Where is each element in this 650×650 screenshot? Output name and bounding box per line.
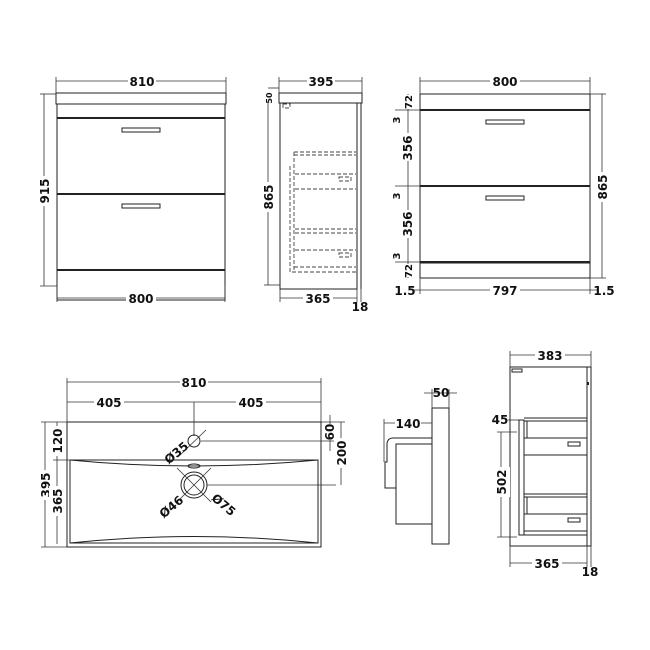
dim-gap-3: 3 xyxy=(392,252,403,259)
carcass-side xyxy=(279,102,358,290)
side-view-with-top: 395 50 865 365 18 xyxy=(260,74,368,314)
dim-body-height: 865 xyxy=(262,184,276,209)
dim-inner-width: 797 xyxy=(492,284,517,298)
dim-bowl-depth: 365 xyxy=(51,488,65,513)
dim-basin-width: 810 xyxy=(181,376,206,390)
dim-top-width: 810 xyxy=(129,75,154,89)
drawer-handle-bottom xyxy=(485,195,525,201)
dim-body-depth: 365 xyxy=(305,292,330,306)
dim-right-margin: 1.5 xyxy=(593,284,614,298)
dim-drawer-height: 502 xyxy=(495,469,509,494)
dim-tap-offset: 60 xyxy=(323,424,337,441)
basin-side-view: 50 140 xyxy=(383,386,457,545)
dim-overall-height: 915 xyxy=(38,178,52,203)
waste-inner xyxy=(183,474,205,496)
dim-bottom-rail: 72 xyxy=(404,264,415,278)
dim-tap-to-back: 120 xyxy=(51,428,65,453)
hidden-drawer-lines xyxy=(289,151,356,273)
carcass-front xyxy=(419,93,591,264)
dim-waste-offset: 200 xyxy=(335,440,349,465)
basin-plan-view: 810 405 405 395 120 365 60 200 Ø35 Ø46 Ø… xyxy=(37,375,350,548)
dim-left-margin: 1.5 xyxy=(394,284,415,298)
cabinet-side-section xyxy=(509,366,592,547)
dim-drawer-offset: 45 xyxy=(492,413,509,427)
dim-gap-1: 3 xyxy=(392,116,403,123)
dim-door-thickness: 18 xyxy=(352,300,369,314)
drawer-handle-top xyxy=(121,127,161,133)
dim-drawer-1: 356 xyxy=(401,135,415,160)
dim-tap-hole: Ø35 xyxy=(162,439,192,467)
dim-front-height: 865 xyxy=(596,174,610,199)
basin-slab-side xyxy=(431,407,450,545)
dim-drawer-2: 356 xyxy=(401,211,415,236)
dim-half-left: 405 xyxy=(96,396,121,410)
drawer-handle-bottom xyxy=(567,517,581,523)
dim-gap-2: 3 xyxy=(392,192,403,199)
dim-section-door-thickness: 18 xyxy=(582,565,599,579)
front-carcass-view: 800 865 72 3 356 3 356 3 72 1.5 797 1.5 xyxy=(392,74,615,298)
dim-front-width: 800 xyxy=(492,75,517,89)
front-view-with-top: 810 915 800 xyxy=(36,74,227,306)
dim-waste-outer: Ø75 xyxy=(209,491,239,519)
drawer-handle-bottom xyxy=(121,203,161,209)
dim-basin-thickness: 50 xyxy=(433,386,450,400)
worktop-side xyxy=(278,92,363,104)
dim-base-width: 800 xyxy=(128,292,153,306)
dim-overall-depth: 383 xyxy=(537,349,562,363)
drawer-handle-top xyxy=(567,441,581,447)
worktop-outline xyxy=(55,92,227,105)
dim-top-thickness: 50 xyxy=(265,92,274,104)
dim-section-body-depth: 365 xyxy=(534,557,559,571)
basin-bowl-profile xyxy=(384,437,432,489)
drawer-sections xyxy=(524,417,587,536)
hinge-mark xyxy=(282,103,291,109)
dim-half-right: 405 xyxy=(238,396,263,410)
side-section-view: 383 45 502 365 18 xyxy=(492,348,599,579)
dim-top-rail: 72 xyxy=(404,95,415,109)
dim-top-depth: 395 xyxy=(308,75,333,89)
drawer-handle-top xyxy=(485,119,525,125)
dim-bowl-projection: 140 xyxy=(395,417,420,431)
